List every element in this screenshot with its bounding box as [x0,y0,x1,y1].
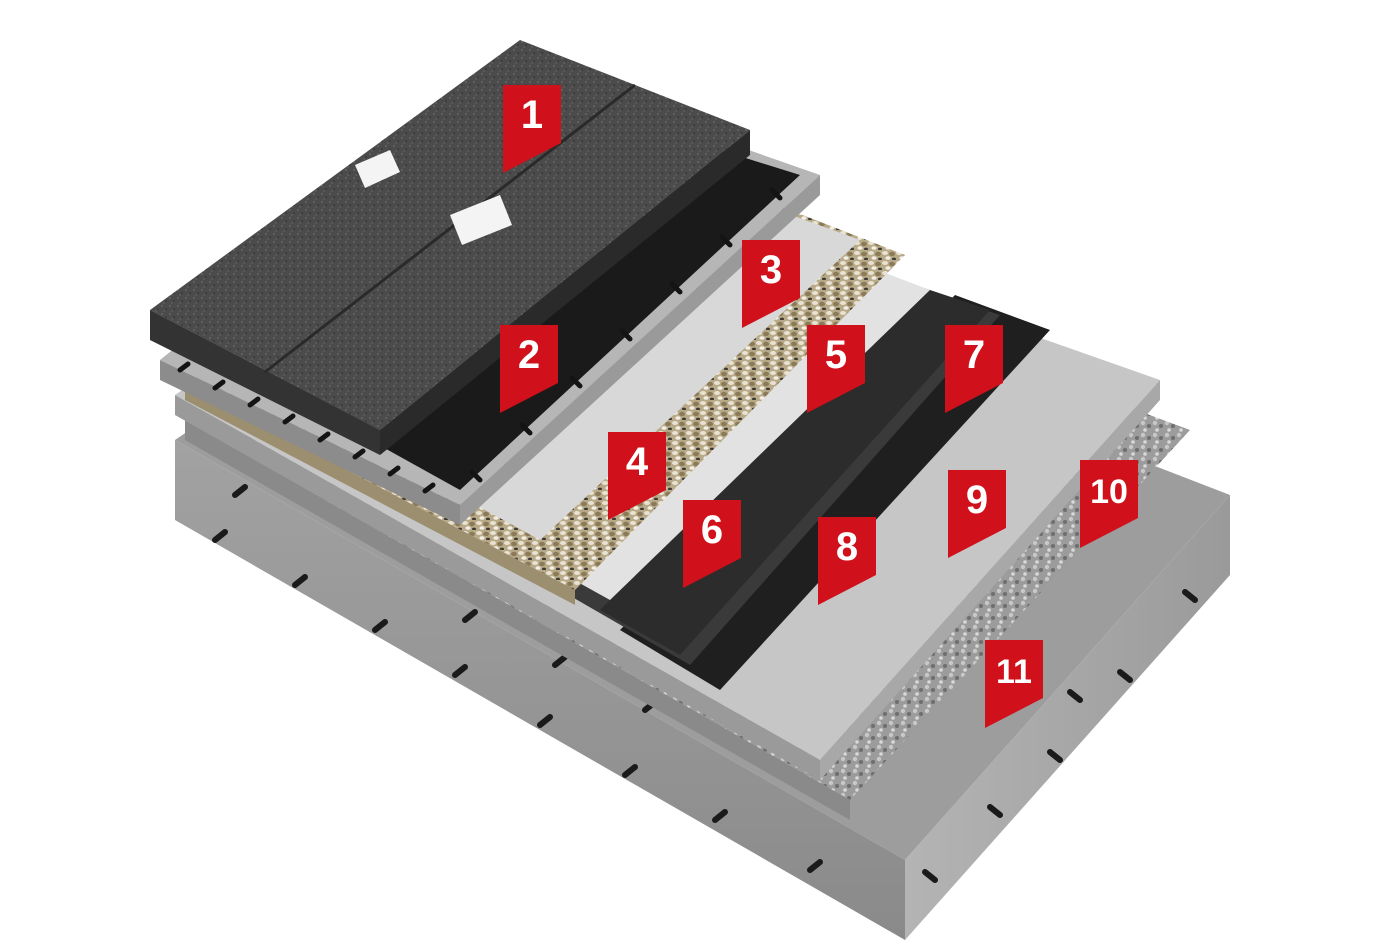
marker-label: 6 [701,508,723,552]
marker-label: 2 [518,333,540,377]
marker-2: 2 [500,325,558,413]
insulation-boards [150,40,750,455]
marker-flag [945,325,1003,413]
layer-markers: 1 2 3 4 5 6 7 8 9 10 11 [500,85,1138,728]
marker-label: 1 [521,93,543,137]
marker-flag [948,470,1006,558]
marker-label: 10 [1090,473,1128,511]
marker-7: 7 [945,325,1003,413]
marker-label: 5 [825,333,847,377]
marker-8: 8 [818,517,876,605]
marker-label: 9 [966,478,988,522]
marker-4: 4 [608,432,666,520]
drainage-board-studs [177,187,783,494]
marker-6: 6 [683,500,741,588]
marker-label: 7 [963,333,985,377]
marker-flag [608,432,666,520]
marker-flag [1080,460,1138,548]
marker-label: 8 [836,525,858,569]
marker-flag [985,640,1043,728]
marker-flag [807,325,865,413]
marker-flag [503,85,561,173]
marker-5: 5 [807,325,865,413]
marker-1: 1 [503,85,561,173]
marker-9: 9 [948,470,1006,558]
marker-10: 10 [1080,460,1138,548]
marker-flag [818,517,876,605]
marker-label: 11 [996,653,1032,691]
marker-3: 3 [742,240,800,328]
marker-flag [683,500,741,588]
marker-label: 4 [626,440,649,484]
marker-flag [742,240,800,328]
marker-label: 3 [760,248,782,292]
marker-11: 11 [985,640,1043,728]
marker-flag [500,325,558,413]
slab-rebar-stubs [212,484,1198,883]
